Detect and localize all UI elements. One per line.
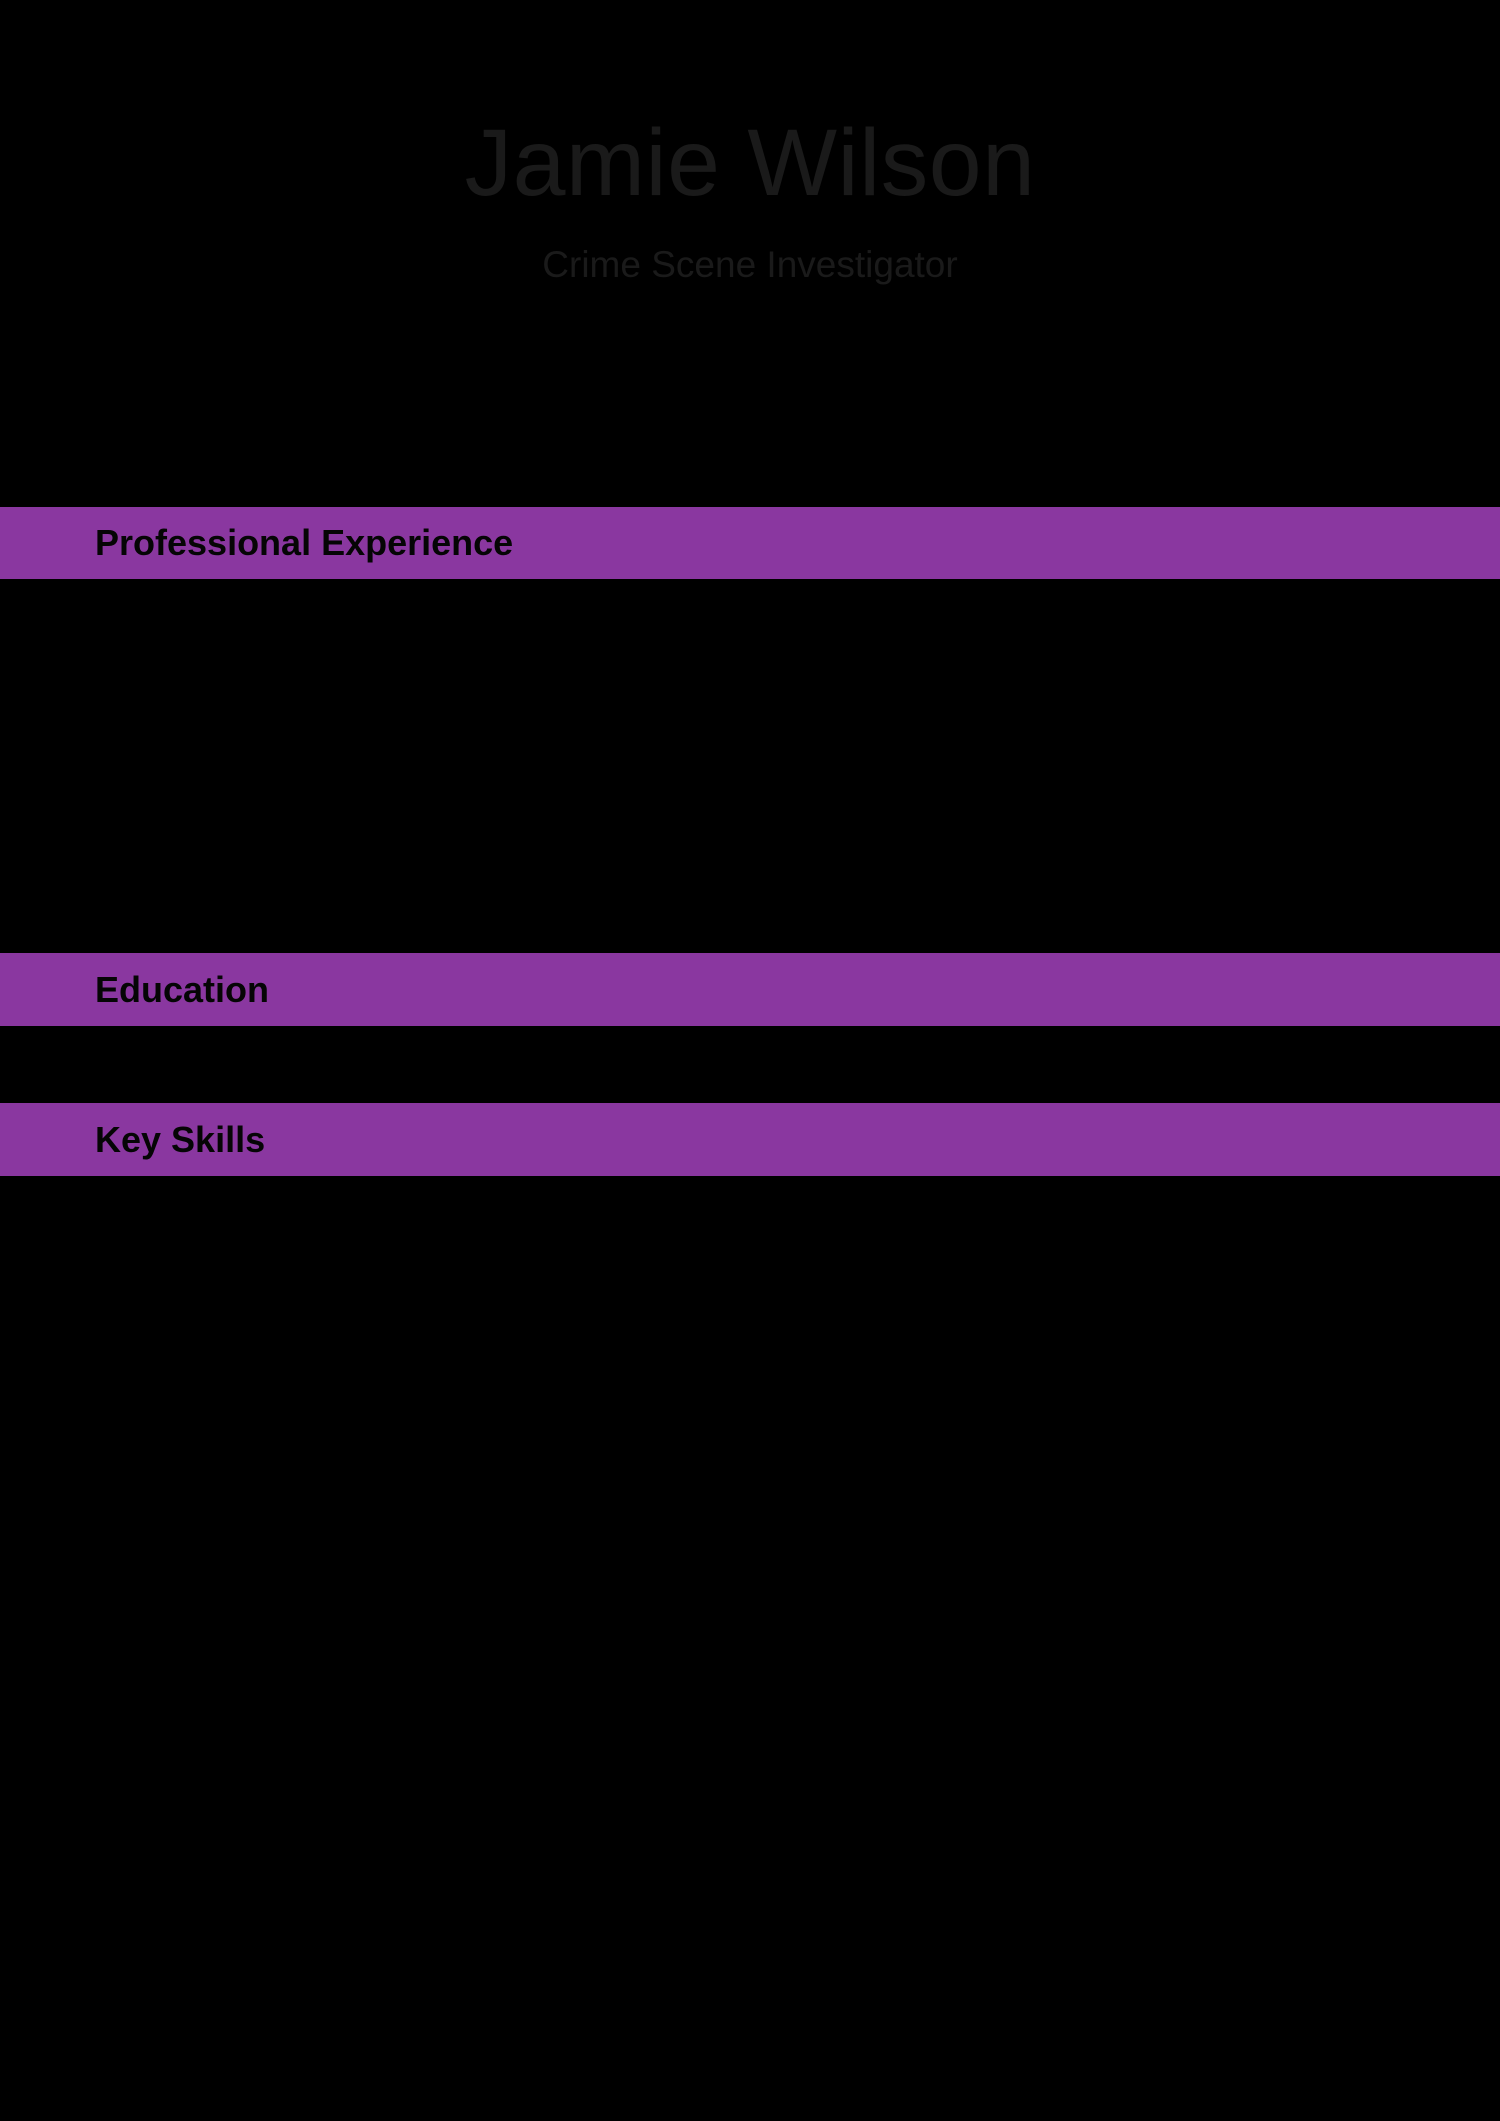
section-bar-education: Education: [0, 953, 1500, 1026]
section-label-education: Education: [95, 969, 270, 1010]
section-label-key-skills: Key Skills: [95, 1119, 266, 1160]
section-bar-professional-experience: Professional Experience: [0, 507, 1500, 579]
candidate-role: Crime Scene Investigator: [542, 244, 958, 285]
section-bar-key-skills: Key Skills: [0, 1103, 1500, 1176]
candidate-name: Jamie Wilson: [464, 110, 1036, 216]
section-label-professional-experience: Professional Experience: [95, 522, 514, 563]
